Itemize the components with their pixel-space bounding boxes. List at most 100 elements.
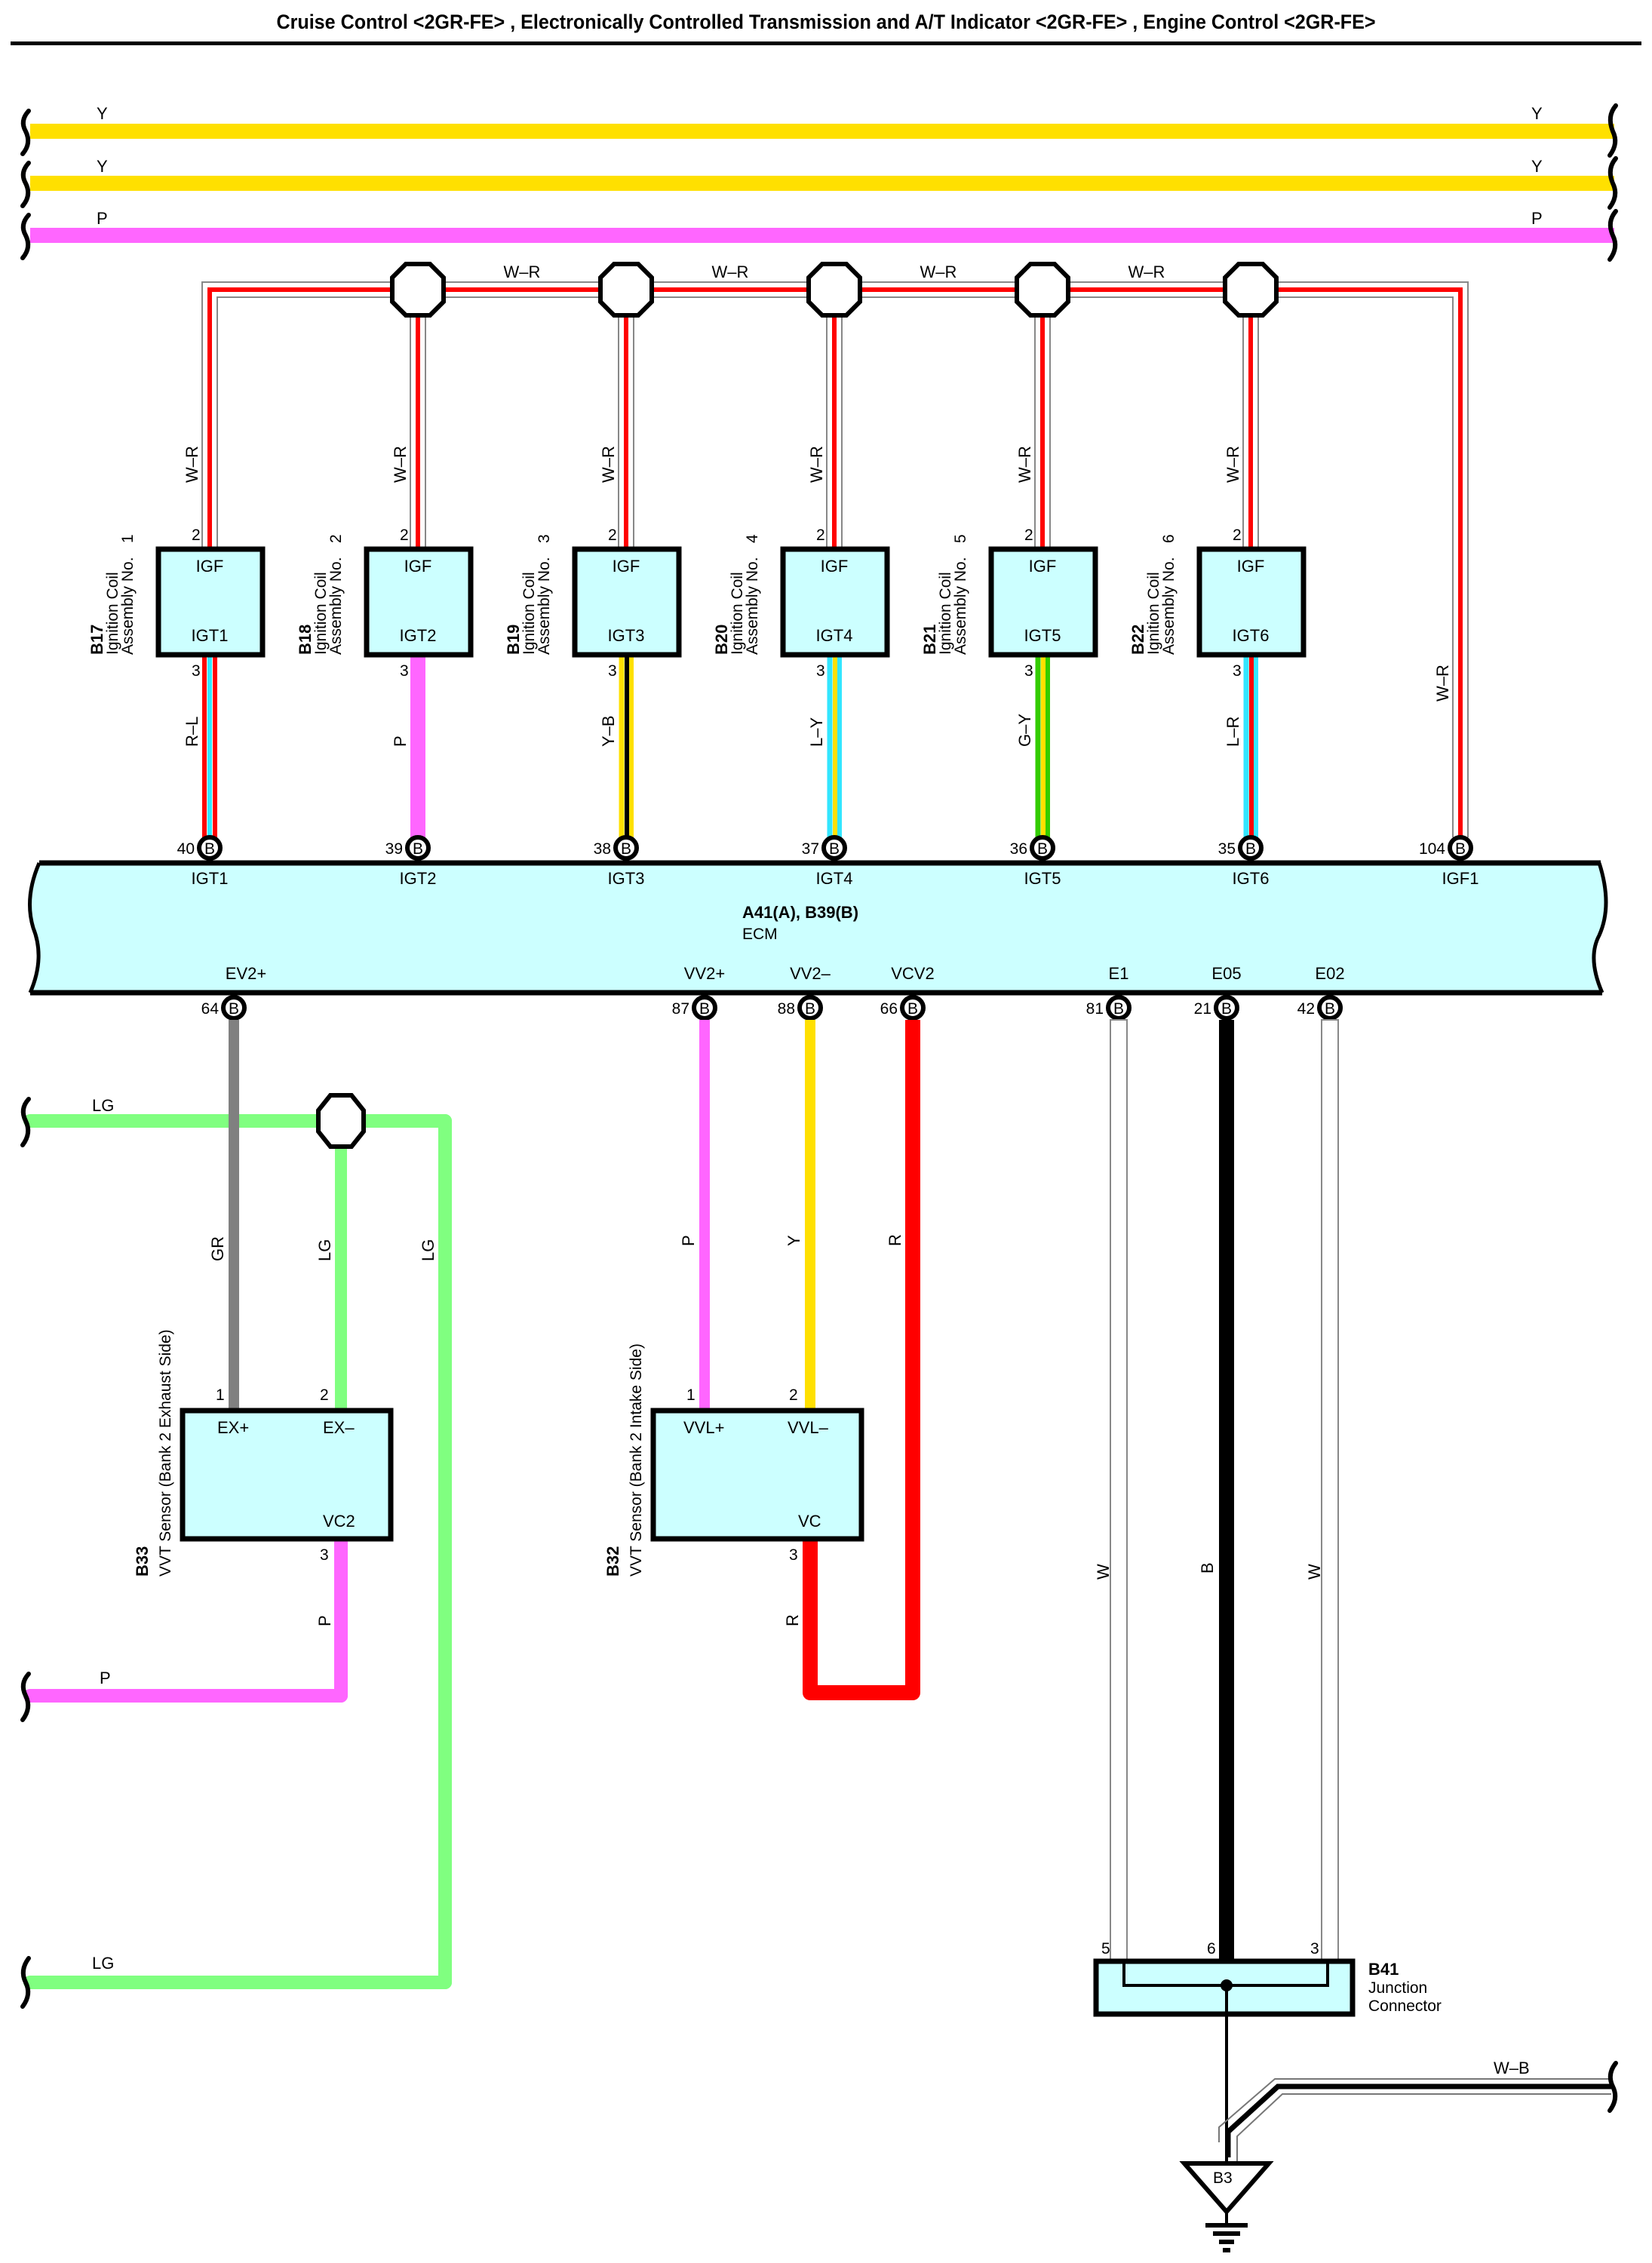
wire-w-e1-label: W xyxy=(1094,1564,1113,1580)
wire-break-icon xyxy=(1607,2061,1618,2113)
connector-letter: B xyxy=(1245,840,1256,858)
ecm-body xyxy=(29,863,1606,993)
ecm-code: A41(A), B39(B) xyxy=(742,903,858,922)
coil-bottom-pin: 3 xyxy=(1024,662,1033,680)
ignition-coil-box[interactable] xyxy=(364,546,474,658)
coil-top-pin: 2 xyxy=(1233,527,1242,544)
ignition-coil-box[interactable] xyxy=(155,546,266,658)
pin-number: 21 xyxy=(1194,1000,1211,1018)
pin-number: 38 xyxy=(594,840,611,858)
connector-letter: B xyxy=(829,840,840,858)
coil-name-line1: Ignition Coil xyxy=(1145,572,1162,655)
connector-letter: B xyxy=(204,840,215,858)
coil-top-pin: 2 xyxy=(816,527,825,544)
wire-b-e05-label: B xyxy=(1198,1562,1217,1574)
wire-lg-down-label: LG xyxy=(419,1239,438,1261)
ecm-pin-igt6: B35 xyxy=(1218,835,1264,861)
coil-code: B20 xyxy=(712,625,731,655)
vvt-intake-sensor[interactable] xyxy=(650,1408,864,1542)
coil-name-line1: Ignition Coil xyxy=(729,572,746,655)
connector-letter: B xyxy=(1325,1000,1335,1018)
pin-number: 64 xyxy=(201,1000,220,1018)
connector-letter: B xyxy=(907,1000,918,1018)
ecm-terminal-label: IGT6 xyxy=(1233,869,1270,888)
vvt-exhaust-pin-vc2: VC2 xyxy=(323,1512,355,1531)
vvt-intake-code: B32 xyxy=(603,1546,622,1577)
connector-letter: B xyxy=(1113,1000,1124,1018)
wire-r-vcv2 xyxy=(803,1020,920,1700)
ignition-coil-box[interactable] xyxy=(572,546,682,658)
splice-point-wr-2 xyxy=(598,262,654,318)
coil-igf-label: IGF xyxy=(1237,557,1265,576)
wire-wr-return-label: W–R xyxy=(1433,665,1452,702)
connector-letter: B xyxy=(699,1000,710,1018)
wire-wb-label: W–B xyxy=(1494,2059,1530,2077)
coil-number: 3 xyxy=(536,534,553,543)
splice-point-lg xyxy=(316,1093,366,1149)
ignition-coil-box[interactable] xyxy=(780,546,890,658)
ecm-terminal-label: IGT2 xyxy=(400,869,437,888)
vvt-intake-name: VVT Sensor (Bank 2 Intake Side) xyxy=(628,1343,645,1577)
wire-wr-coil-label: W–R xyxy=(599,446,618,483)
wire-lg-branch-label: LG xyxy=(315,1239,334,1261)
ground-circuit: W B W 5 6 3 B41 Junction Connector W–B B… xyxy=(1093,1019,1618,2252)
wire-igt-label: Y–B xyxy=(599,715,618,747)
vvt-exhaust-pin-ex-plus: EX+ xyxy=(217,1418,249,1437)
wire-wr-segment-label: W–R xyxy=(504,263,541,281)
wire-wr-coil-label: W–R xyxy=(1015,446,1034,483)
ecm-terminal-label: VCV2 xyxy=(891,964,934,983)
connector-letter: B xyxy=(229,1000,239,1018)
wire-wr-coil-label: W–R xyxy=(1224,446,1242,483)
vvt-intake-pin1-num: 1 xyxy=(686,1386,695,1404)
ecm-pin-vcv2: B66 xyxy=(880,995,926,1021)
splice-point-wr-1 xyxy=(390,262,446,318)
ecm-pin-e05: B 21 xyxy=(1194,995,1239,1021)
connector-letter: B xyxy=(413,840,423,858)
connector-letter: B xyxy=(1037,840,1048,858)
wire-igt-label: G–Y xyxy=(1015,714,1034,747)
b41-name-line1: Junction xyxy=(1368,1979,1427,1997)
ecm-pin-vv2: B88 xyxy=(778,995,823,1021)
ecm-terminal-label: IGT3 xyxy=(608,869,645,888)
ignition-coil-box[interactable] xyxy=(988,546,1098,658)
vvt-exhaust-name: VVT Sensor (Bank 2 Exhaust Side) xyxy=(157,1329,174,1577)
wire-igt-1 xyxy=(202,655,217,837)
wire-igt-label: R–L xyxy=(183,717,201,747)
bus-wire-y2-label-right: Y xyxy=(1531,157,1543,176)
pin-number: 88 xyxy=(778,1000,795,1018)
vvt-exhaust-sensor[interactable] xyxy=(180,1408,394,1542)
coil-igt-label: IGT4 xyxy=(816,626,853,645)
coil-igf-label: IGF xyxy=(821,557,849,576)
coil-bottom-pin: 3 xyxy=(400,662,409,680)
ecm-terminal-label: IGT5 xyxy=(1024,869,1061,888)
splice-point-wr-5 xyxy=(1223,262,1279,318)
b41-pin5: 5 xyxy=(1101,1940,1110,1957)
coil-code: B21 xyxy=(920,625,939,655)
wire-igt-label: L–R xyxy=(1224,717,1242,747)
ecm-pin-ev2: B 64 xyxy=(201,995,247,1021)
ecm-pin-igt1: B 40 xyxy=(177,835,223,861)
coil-number: 6 xyxy=(1160,534,1178,543)
ignition-coil-box[interactable] xyxy=(1196,546,1307,658)
coil-name-line2: Assembly No. xyxy=(536,557,553,655)
connector-letter: B xyxy=(621,840,631,858)
vvt-exhaust-pin1-num: 1 xyxy=(216,1386,225,1404)
ecm-terminal-label: VV2+ xyxy=(684,964,725,983)
coil-igf-label: IGF xyxy=(1029,557,1057,576)
wire-break-icon xyxy=(20,1097,31,2009)
connector-letter: B xyxy=(1221,1000,1232,1018)
page-title: Cruise Control <2GR-FE> , Electronically… xyxy=(276,11,1376,33)
ground-point-b3[interactable] xyxy=(1179,2161,1274,2215)
pin-number: 40 xyxy=(177,840,195,858)
title-divider xyxy=(11,41,1641,45)
coil-code: B17 xyxy=(88,625,106,655)
vvt-exhaust-circuit: GR LG LG LG LG P P EX+ EX– VC2 1 2 3 B33… xyxy=(20,1020,452,2009)
wire-wr-segment-label: W–R xyxy=(1128,263,1165,281)
coil-igt-label: IGT3 xyxy=(608,626,645,645)
vvt-exhaust-pin3-num: 3 xyxy=(320,1546,329,1564)
ground-icon xyxy=(1205,2212,1248,2252)
